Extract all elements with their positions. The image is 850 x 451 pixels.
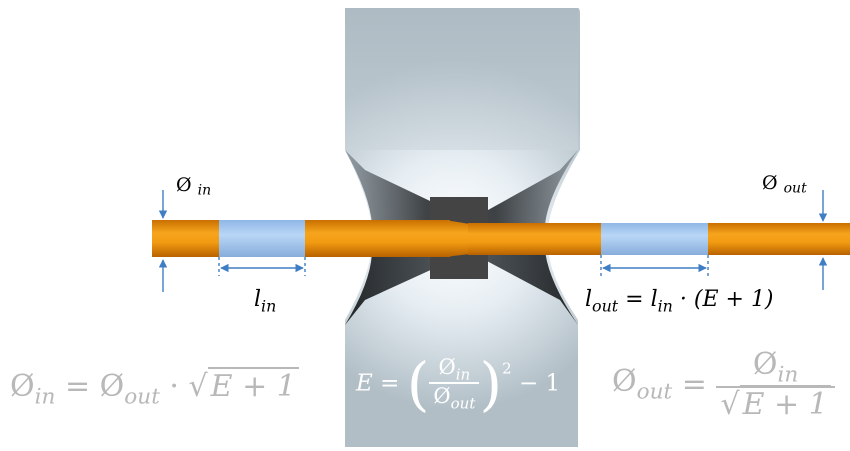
label-d-out: Ø out	[762, 172, 807, 197]
die-entry-cone	[345, 150, 578, 225]
label-d-in: Ø in	[176, 174, 212, 199]
equation-d-in: Øin = Øout · √E + 1	[10, 367, 299, 408]
die-top-face	[345, 8, 578, 150]
label-l-out: lout = lin · (E + 1)	[585, 287, 774, 316]
dimensions	[158, 190, 828, 292]
die-exit-cone	[345, 250, 578, 325]
equation-e: E = ( Øin Øout )2 − 1	[356, 350, 561, 418]
fiber	[152, 220, 850, 257]
equation-d-out: Øout = Øin √E + 1	[612, 350, 835, 423]
marker-out	[601, 223, 708, 255]
fiber-taper	[445, 220, 470, 257]
label-l-in: lin	[254, 287, 277, 316]
marker-in	[219, 220, 305, 257]
